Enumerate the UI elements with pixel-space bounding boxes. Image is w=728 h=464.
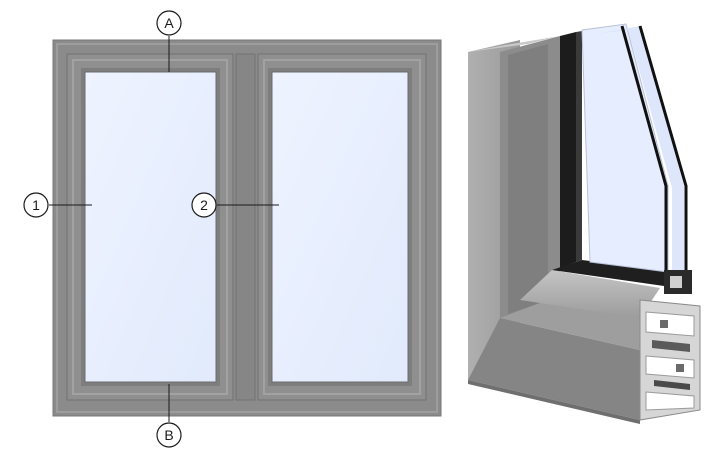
glass-unit-inner xyxy=(581,23,669,273)
profile-section xyxy=(468,23,701,424)
glass-unit-outer xyxy=(596,26,684,270)
rail-bevel xyxy=(520,270,660,318)
extrusion-section xyxy=(639,299,701,421)
rail-front-face xyxy=(468,318,640,420)
callout-a-label: A xyxy=(164,15,174,31)
left-sash xyxy=(66,53,234,401)
center-mullion xyxy=(235,53,256,401)
callout-2: 2 xyxy=(191,192,279,218)
frame-skirt xyxy=(468,380,640,424)
callout-1: 1 xyxy=(23,192,92,218)
stile-inner-step xyxy=(508,44,548,314)
callout-2-label: 2 xyxy=(200,197,208,213)
callout-1-label: 1 xyxy=(32,197,40,213)
right-sash xyxy=(257,53,427,401)
outer-frame-bevel xyxy=(56,43,438,413)
left-glass-pane xyxy=(84,71,217,383)
gasket-vertical xyxy=(560,32,576,268)
window-elevation xyxy=(52,39,442,417)
callout-a: A xyxy=(156,10,182,72)
stile-top-edge xyxy=(468,36,560,52)
callout-b: B xyxy=(156,384,182,448)
gasket-vertical-light xyxy=(576,31,582,262)
glazing-bead-insert xyxy=(670,276,682,288)
glass-edge-2 xyxy=(638,25,688,272)
callout-b-label: B xyxy=(164,427,173,443)
right-glass-pane xyxy=(271,71,409,383)
glass-edge-1 xyxy=(620,25,668,272)
gasket-horizontal xyxy=(552,260,680,286)
